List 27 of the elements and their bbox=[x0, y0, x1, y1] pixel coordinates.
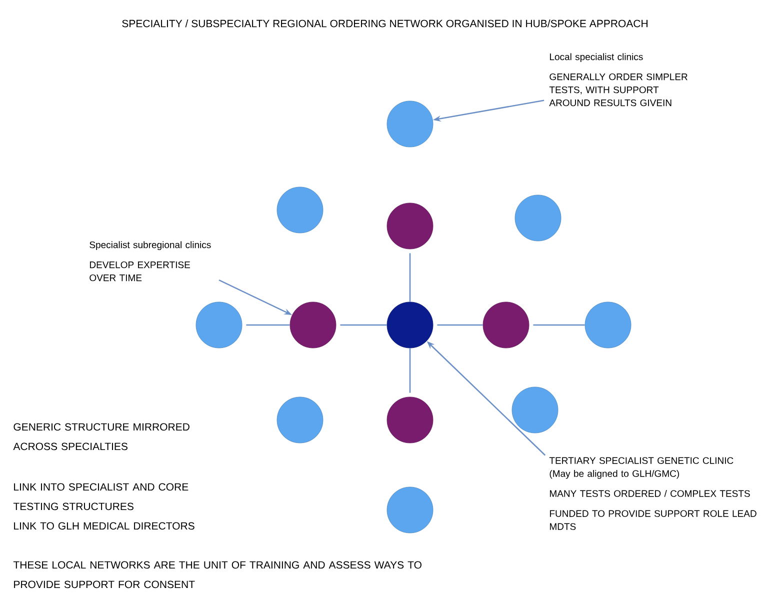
local-circle bbox=[196, 302, 242, 348]
connector-line bbox=[437, 324, 483, 326]
subregional-circle bbox=[386, 396, 434, 444]
connector-line bbox=[409, 348, 411, 393]
local-circle bbox=[276, 396, 324, 444]
local-circle bbox=[276, 186, 324, 234]
connector-line bbox=[533, 324, 585, 326]
local-circle bbox=[514, 194, 562, 242]
local-circle bbox=[584, 302, 632, 348]
connector-line bbox=[409, 253, 411, 302]
annotation: TERTIARY SPECIALIST GENETIC CLINIC (May be aligned to GLH/GMC) MANY TESTS ORDERED / COMPLEX TESTS FUNDED TO PROVIDE SUPPORT ROLE LEAD MDTS bbox=[549, 457, 756, 530]
hub-circle bbox=[386, 302, 434, 348]
note-text: GENERIC STRUCTURE MIRRORED ACROSS SPECIALTIES bbox=[13, 423, 190, 450]
note-text: LINK TO GLH MEDICAL DIRECTORS bbox=[14, 522, 194, 530]
title: SPECIALITY / SUBSPECIALTY REGIONAL ORDERING NETWORK ORGANISED IN HUB/SPOKE APPROACH bbox=[122, 20, 648, 28]
connector-line bbox=[340, 324, 387, 326]
connector-line bbox=[246, 324, 290, 326]
note-text: LINK INTO SPECIALIST AND CORE TESTING STRUCTURES bbox=[13, 483, 188, 510]
local-circle bbox=[386, 100, 434, 148]
note-text: THESE LOCAL NETWORKS ARE THE UNIT OF TRAINING AND ASSESS WAYS TO PROVIDE SUPPORT FOR CONSENT bbox=[13, 561, 422, 588]
local-circle bbox=[386, 486, 434, 534]
annotation: Local specialist clinics GENERALLY ORDER SIMPLER TESTS, WITH SUPPORT AROUND RESULTS GIVEIN bbox=[549, 53, 688, 106]
local-circle bbox=[512, 386, 558, 434]
subregional-circle bbox=[290, 302, 336, 348]
subregional-circle bbox=[482, 302, 530, 348]
annotation: Specialist subregional clinics DEVELOP EXPERTISE OVER TIME bbox=[90, 241, 211, 282]
subregional-circle bbox=[386, 202, 434, 250]
